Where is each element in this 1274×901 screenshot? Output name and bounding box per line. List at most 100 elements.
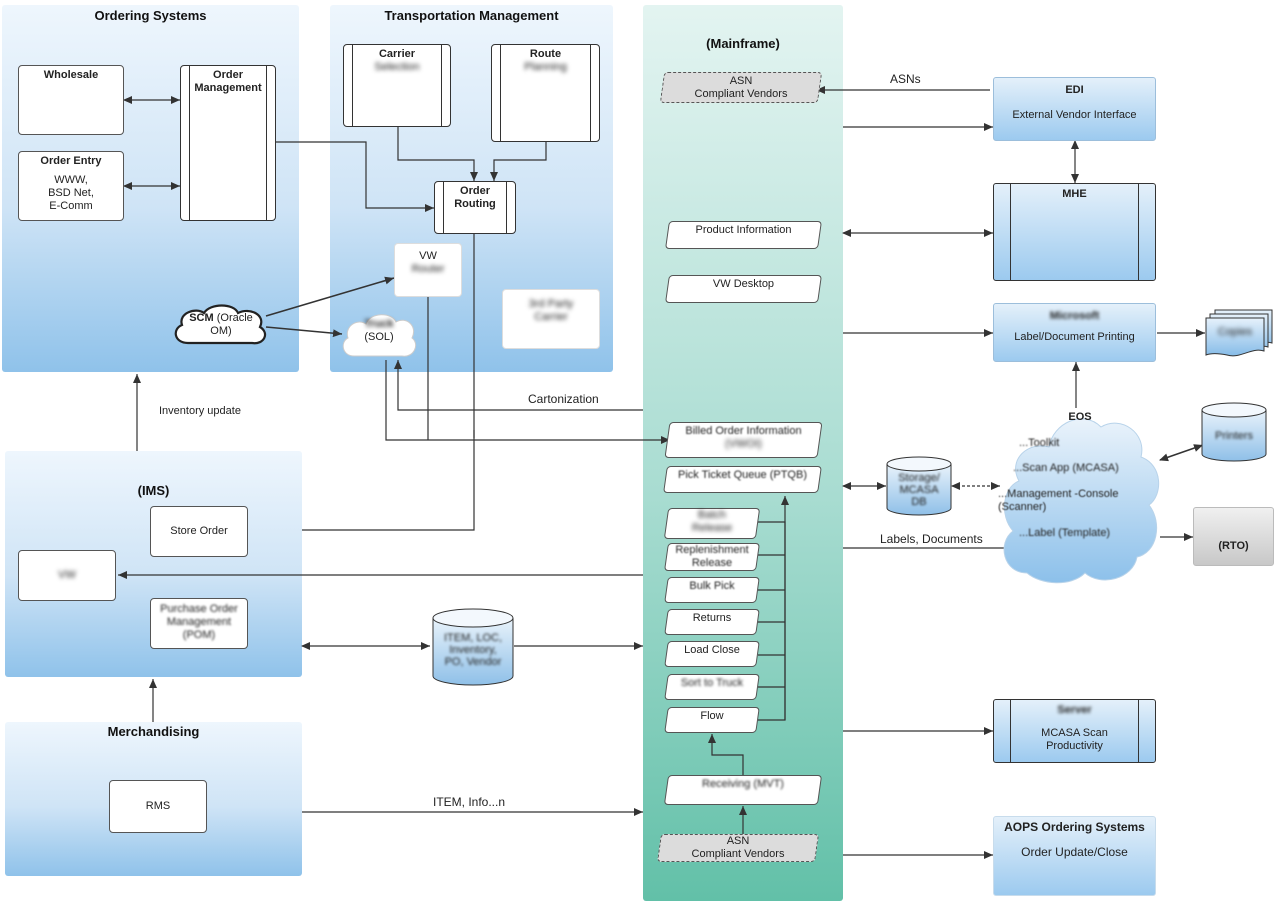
rms-box: RMS <box>109 780 207 833</box>
billed-order-label: Billed Order Information <box>685 425 802 437</box>
storage-line: Storage/ <box>898 472 940 484</box>
order-entry-line: WWW, <box>54 174 88 186</box>
sort-trucks-label: Sort to Truck <box>680 677 744 689</box>
vw-router-sub: Router <box>411 263 445 275</box>
ptqb-label: Pick Ticket Queue (PTQB) <box>678 469 807 481</box>
route-planning-title: Route <box>529 48 562 60</box>
asn-top-line: Compliant Vendors <box>694 88 788 100</box>
carrier-selection-box: Carrier Selection <box>343 44 451 127</box>
aops-box: AOPS Ordering Systems Order Update/Close <box>993 816 1156 896</box>
store-order-label: Store Order <box>170 525 228 537</box>
rto-box: (RTO) <box>1193 507 1274 566</box>
copies-label: Copies <box>1217 326 1253 338</box>
order-entry-title: Order Entry <box>40 155 102 167</box>
storage-db: Storage/ MCASA DB <box>886 456 952 516</box>
edi-title: EDI <box>1065 84 1084 96</box>
store-order-box: Store Order <box>150 506 248 557</box>
asn-vendors-top: ASN Compliant Vendors <box>659 72 823 103</box>
product-information-node: Product Information <box>665 221 822 249</box>
copies-stack: Copies <box>1205 309 1273 357</box>
labels-documents-label: Labels, Documents <box>880 532 983 546</box>
edi-box: EDI External Vendor Interface <box>993 77 1156 141</box>
mhe-title: MHE <box>1062 188 1087 200</box>
third-party-carrier-box: 3rd Party Carrier <box>502 289 600 349</box>
scm-label: SCM <box>189 312 214 324</box>
returns-label: Returns <box>692 612 732 624</box>
order-routing-label: Order Routing <box>454 185 496 210</box>
vw-router-title: VW <box>419 250 437 262</box>
route-planning-sub: Planning <box>524 61 567 73</box>
ims-title: (IMS) <box>137 483 170 498</box>
purchase-order-line: Purchase Order <box>160 603 238 615</box>
billed-order-node: Billed Order Information (VWOI) <box>664 422 823 458</box>
asns-label: ASNs <box>890 72 921 86</box>
vw-box: VW <box>18 550 116 601</box>
aops-title: AOPS Ordering Systems <box>1004 820 1145 834</box>
truck-title: Truck <box>364 318 394 330</box>
eos-cloud: EOS ...Toolkit ...Scan App (MCASA) ...Ma… <box>997 403 1163 585</box>
replenishment-release-line: Release <box>691 557 733 569</box>
item-db-line: PO, Vendor <box>444 656 502 668</box>
document-stack-icon <box>1205 309 1273 357</box>
truck-sub: (SOL) <box>364 331 394 343</box>
product-information-label: Product Information <box>695 224 792 236</box>
vw-router-box: VW Router <box>394 243 462 297</box>
asn-bottom-line: ASN <box>726 835 750 847</box>
eos-item: ...Management -Console (Scanner) <box>998 488 1119 513</box>
database-icon <box>1201 402 1267 462</box>
batch-release-line: Release <box>691 522 733 534</box>
batch-release-node: Batch Release <box>663 508 761 539</box>
eos-item: ...Scan App (MCASA) <box>1013 462 1119 474</box>
item-db-line: Inventory, <box>449 644 497 656</box>
printers-label: Printers <box>1215 430 1253 442</box>
asn-top-line: ASN <box>729 75 753 87</box>
eos-title: EOS <box>1068 411 1092 423</box>
scm-sub: (Oracle OM) <box>210 312 253 337</box>
replenishment-release-line: Replenishment <box>675 544 749 556</box>
wholesale-box: Wholesale <box>18 65 124 135</box>
rms-label: RMS <box>145 800 171 812</box>
item-db-line: ITEM, LOC, <box>443 632 503 644</box>
mcasa-title: Server <box>1057 704 1092 716</box>
asn-vendors-bottom: ASN Compliant Vendors <box>657 834 819 862</box>
truck-cloud: Truck (SOL) <box>340 310 418 362</box>
mcasa-box: Server MCASA Scan Productivity <box>993 699 1156 763</box>
carrier-selection-sub: Selection <box>374 61 420 73</box>
cloud-icon <box>342 314 417 357</box>
billed-order-sub: (VWOI) <box>725 438 762 450</box>
mainframe-title: (Mainframe) <box>706 36 780 51</box>
item-info-label: ITEM, Info...n <box>433 795 506 809</box>
cartonization-label: Cartonization <box>528 392 599 406</box>
receiving-label: Receiving (MVT) <box>702 778 784 790</box>
order-routing-box: Order Routing <box>434 181 516 234</box>
load-close-node: Load Close <box>664 641 760 667</box>
eos-item: ...Toolkit <box>1019 437 1060 449</box>
purchase-order-line: (POM) <box>182 629 216 641</box>
load-close-label: Load Close <box>684 644 740 656</box>
order-management-label: Order Management <box>194 69 262 94</box>
batch-release-line: Batch <box>697 509 727 521</box>
rto-label: (RTO) <box>1218 540 1249 552</box>
replenishment-release-node: Replenishment Release <box>664 543 760 571</box>
carrier-selection-title: Carrier <box>378 48 416 60</box>
merchandising-title: Merchandising <box>107 724 200 739</box>
printers-db: Printers <box>1201 402 1267 462</box>
bulk-pick-node: Bulk Pick <box>664 577 760 603</box>
item-inventory-db: ITEM, LOC, Inventory, PO, Vendor <box>432 608 514 686</box>
vw-label: VW <box>58 569 76 581</box>
wholesale-label: Wholesale <box>43 69 99 81</box>
order-management-box: Order Management <box>180 65 276 221</box>
microsoft-box: Microsoft Label/Document Printing <box>993 303 1156 362</box>
route-planning-box: Route Planning <box>491 44 600 142</box>
database-icon <box>886 456 952 516</box>
storage-line: MCASA <box>899 484 939 496</box>
bulk-pick-label: Bulk Pick <box>689 580 735 592</box>
purchase-order-box: Purchase Order Management (POM) <box>150 598 248 649</box>
aops-sub: Order Update/Close <box>1021 845 1128 859</box>
ptqb-node: Pick Ticket Queue (PTQB) <box>663 466 822 493</box>
mhe-box: MHE <box>993 183 1156 281</box>
order-entry-line: BSD Net, <box>48 187 94 199</box>
vw-desktop-node: VW Desktop <box>665 275 822 303</box>
order-entry-line: E-Comm <box>49 200 93 212</box>
microsoft-title: Microsoft <box>1049 310 1100 322</box>
